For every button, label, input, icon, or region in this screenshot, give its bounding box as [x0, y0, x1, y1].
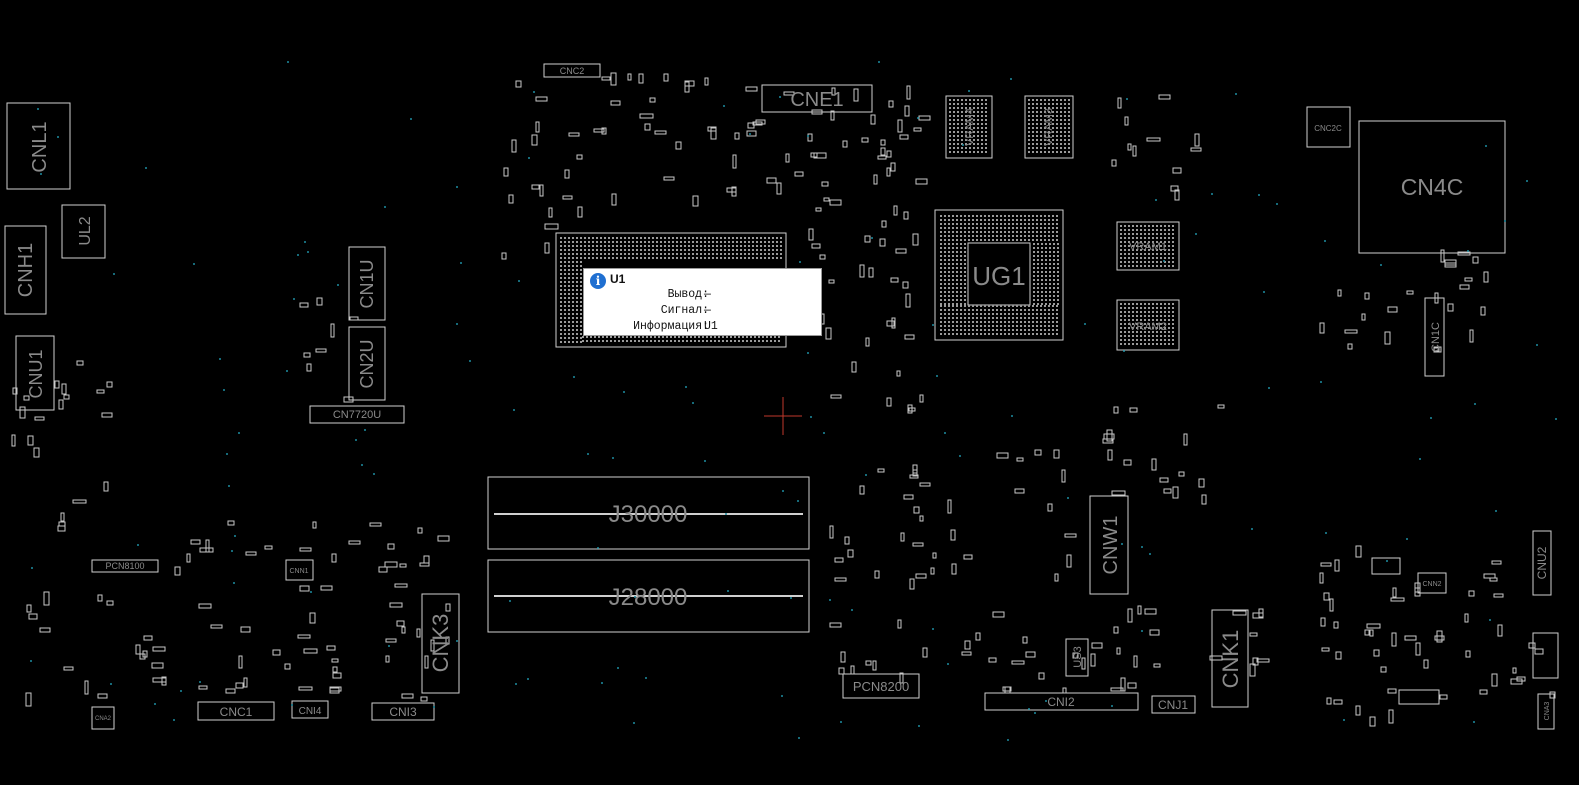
- tooltip-signal-value: —: [704, 304, 711, 317]
- cnl1-outline[interactable]: [6, 102, 71, 190]
- j30000-outline[interactable]: [487, 476, 810, 550]
- cnu2-outline[interactable]: [1532, 530, 1552, 596]
- vram3-label: VRAM3: [1043, 108, 1055, 146]
- cn1c-label: CN1C: [1430, 322, 1442, 352]
- tooltip-info-value: U1: [704, 320, 718, 333]
- cni4-label: CNI4: [299, 706, 322, 717]
- cnc2-outline[interactable]: [543, 63, 601, 78]
- ug1-outline[interactable]: [934, 209, 1064, 341]
- cnn1-label: CNN1: [289, 568, 308, 575]
- vram4-outline[interactable]: [945, 95, 993, 159]
- cna2-label: CNA2: [95, 716, 112, 722]
- pcn8100-outline[interactable]: [91, 559, 159, 573]
- j30000-label: J30000: [609, 501, 688, 528]
- cn2u-outline[interactable]: [348, 326, 386, 401]
- cni2-outline[interactable]: [984, 692, 1139, 711]
- cne1-outline[interactable]: [761, 84, 873, 113]
- cn4c-label: CN4C: [1401, 174, 1464, 200]
- cnc2c-outline[interactable]: [1306, 106, 1351, 148]
- chip-right-outline[interactable]: [1371, 557, 1401, 575]
- bga-pad-fields: [560, 99, 1174, 345]
- vram4-label: VRAM4: [964, 108, 976, 146]
- tooltip-pin-key: Вывод:: [667, 288, 709, 301]
- cnk1-outline[interactable]: [1211, 609, 1249, 708]
- ug1-label: UG1: [972, 261, 1025, 291]
- cna3-outline[interactable]: [1537, 693, 1555, 730]
- ug1-die: [967, 242, 1031, 306]
- cnk3-label: CNK3: [428, 614, 453, 673]
- pcn8200-outline[interactable]: [842, 673, 920, 699]
- cni3-outline[interactable]: [371, 702, 435, 721]
- cn7720u-label: CN7720U: [333, 409, 381, 421]
- cna2-outline[interactable]: [91, 706, 115, 730]
- cnu2-label: CNU2: [1535, 546, 1549, 579]
- cna3-label: CNA3: [1544, 702, 1551, 721]
- vias: [30, 61, 1557, 741]
- cn2u-label: CN2U: [357, 339, 377, 388]
- vram3-outline[interactable]: [1024, 95, 1074, 159]
- cnk3-outline[interactable]: [421, 593, 460, 694]
- tooltip-pin-value: —: [704, 288, 711, 301]
- cnc1-label: CNC1: [220, 705, 253, 719]
- cn1u-outline[interactable]: [348, 246, 386, 321]
- cnn1-outline[interactable]: [285, 559, 314, 581]
- cn4c-outline[interactable]: [1358, 120, 1506, 254]
- cnc1-outline[interactable]: [197, 701, 275, 721]
- crosshair-icon: [764, 397, 802, 435]
- vram2-outline[interactable]: [1116, 299, 1180, 351]
- ul2-label: UL2: [77, 216, 94, 245]
- tooltip-info-key: Информация:: [633, 320, 709, 333]
- tooltip-signal-key: Сигнал:: [660, 304, 709, 317]
- cnu1-label: CNU1: [26, 349, 46, 398]
- smd-components: [11, 72, 1556, 727]
- cnh1-outline[interactable]: [4, 225, 47, 315]
- cnw1-outline[interactable]: [1089, 495, 1129, 595]
- cnh1-label: CNH1: [15, 243, 37, 297]
- pcn8100-label: PCN8100: [105, 561, 144, 571]
- cni4-outline[interactable]: [291, 700, 329, 719]
- cnc2c-label: CNC2C: [1314, 124, 1342, 133]
- info-icon: i: [590, 273, 606, 289]
- cni3-label: CNI3: [389, 705, 417, 719]
- connector-right-outline[interactable]: [1532, 632, 1559, 679]
- j28000-outline[interactable]: [487, 559, 810, 633]
- cnk1-label: CNK1: [1218, 630, 1243, 689]
- vram1-outline[interactable]: [1116, 221, 1180, 271]
- tooltip-title: U1: [610, 272, 626, 286]
- vram2-label: VRAM2: [1129, 321, 1167, 333]
- cnw1-label: CNW1: [1100, 516, 1122, 575]
- cnj1-label: CNJ1: [1158, 698, 1188, 712]
- cnu1-outline[interactable]: [15, 335, 55, 411]
- us3-outline[interactable]: [1065, 638, 1089, 677]
- component-tooltip: i U1 Вывод: — Сигнал: — Информация: U1: [583, 268, 822, 336]
- cni2-label: CNI2: [1047, 695, 1075, 709]
- cn7720u-outline[interactable]: [309, 405, 405, 424]
- cnc2-label: CNC2: [560, 66, 585, 76]
- connector-bottom-right-outline[interactable]: [1398, 689, 1440, 705]
- j28000-label: J28000: [609, 584, 688, 611]
- vram1-label: VRAM1: [1129, 241, 1167, 253]
- us3-label: US3: [1072, 646, 1084, 667]
- cnj1-outline[interactable]: [1151, 695, 1196, 714]
- pcn8200-label: PCN8200: [853, 679, 909, 694]
- ul2-outline[interactable]: [61, 204, 106, 259]
- cnn2-label: CNN2: [1422, 581, 1441, 588]
- cn1u-label: CN1U: [357, 259, 377, 308]
- cnl1-label: CNL1: [29, 121, 51, 172]
- cne1-label: CNE1: [790, 89, 843, 111]
